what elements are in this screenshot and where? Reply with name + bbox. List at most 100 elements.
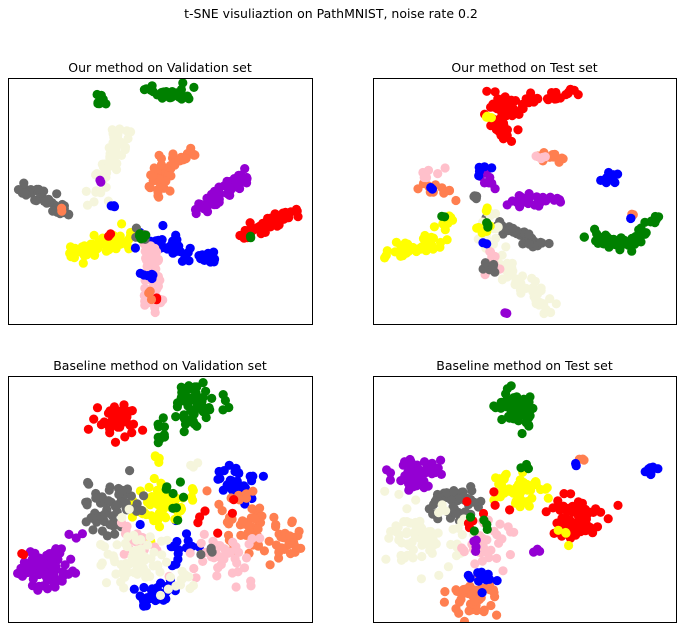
scatter-point-gray bbox=[536, 237, 546, 247]
scatter-point-pink bbox=[489, 526, 499, 537]
scatter-point-pink bbox=[216, 552, 226, 562]
scatter-point-blue bbox=[473, 568, 483, 578]
scatter-point-purple bbox=[427, 458, 437, 468]
scatter-point-coral bbox=[451, 604, 461, 614]
scatter-point-blue bbox=[219, 466, 229, 476]
scatter-point-beige bbox=[157, 550, 167, 560]
panel-title: Baseline method on Test set bbox=[436, 358, 613, 373]
scatter-point-green bbox=[165, 93, 175, 103]
scatter-point-purple bbox=[490, 184, 500, 194]
scatter-point-green bbox=[497, 414, 507, 425]
scatter-point-green bbox=[246, 233, 256, 243]
scatter-point-pink bbox=[492, 553, 502, 564]
scatter-point-yellow bbox=[561, 527, 571, 538]
scatter-point-pink bbox=[503, 522, 513, 532]
scatter-point-red bbox=[526, 88, 536, 98]
scatter-point-green bbox=[183, 401, 193, 411]
scatter-point-coral bbox=[271, 540, 281, 550]
scatter-point-purple bbox=[64, 529, 74, 540]
scatter-point-pink bbox=[486, 545, 496, 555]
scatter-point-green bbox=[179, 427, 189, 437]
scatter-point-purple bbox=[469, 536, 479, 547]
scatter-point-red bbox=[565, 84, 576, 94]
scatter-point-yellow bbox=[82, 246, 92, 256]
scatter-point-beige bbox=[108, 138, 118, 148]
scatter-point-red bbox=[591, 504, 601, 514]
scatter-point-coral bbox=[161, 176, 171, 186]
panel-2: Our method on Test set bbox=[373, 60, 677, 325]
scatter-point-blue bbox=[135, 591, 145, 601]
scatter-point-beige bbox=[138, 566, 148, 576]
scatter-point-red bbox=[110, 437, 121, 447]
scatter-point-pink bbox=[119, 549, 129, 559]
scatter-point-red bbox=[573, 90, 583, 100]
scatter-point-yellow bbox=[515, 490, 525, 500]
scatter-point-purple bbox=[529, 547, 539, 557]
scatter-point-pink bbox=[423, 165, 434, 175]
scatter-point-gray bbox=[490, 267, 500, 277]
scatter-point-pink bbox=[189, 563, 199, 574]
scatter-point-red bbox=[573, 497, 584, 507]
scatter-point-green bbox=[514, 395, 525, 406]
scatter-point-coral bbox=[174, 155, 184, 165]
scatter-point-coral bbox=[472, 605, 482, 616]
scatter-point-green bbox=[190, 419, 200, 429]
scatter-point-red bbox=[557, 513, 567, 523]
scatter-point-green bbox=[207, 393, 217, 403]
scatter-point-blue bbox=[222, 480, 232, 490]
scatter-point-coral bbox=[145, 183, 155, 193]
scatter-point-green bbox=[159, 430, 169, 440]
scatter-point-red bbox=[104, 408, 114, 418]
scatter-point-pink bbox=[185, 548, 195, 558]
scatter-point-beige bbox=[115, 124, 125, 134]
scatter-point-beige bbox=[115, 137, 125, 147]
scatter-point-gray bbox=[442, 488, 452, 498]
scatter-point-beige bbox=[434, 507, 444, 518]
scatter-point-pink bbox=[531, 151, 541, 161]
scatter-point-blue bbox=[482, 239, 492, 249]
scatter-point-blue bbox=[481, 575, 491, 585]
scatter-point-yellow bbox=[529, 478, 540, 488]
scatter-point-green bbox=[178, 492, 189, 502]
scatter-point-blue bbox=[248, 471, 258, 481]
scatter-point-purple bbox=[436, 455, 446, 465]
scatter-point-coral bbox=[271, 522, 281, 532]
scatter-point-blue bbox=[172, 536, 182, 547]
scatter-point-coral bbox=[285, 549, 296, 559]
scatter-point-gray bbox=[104, 485, 114, 495]
scatter-point-yellow bbox=[404, 245, 414, 255]
scatter-point-beige bbox=[416, 574, 426, 584]
scatter-point-beige bbox=[96, 188, 106, 198]
scatter-point-beige bbox=[501, 242, 511, 252]
scatter-point-gray bbox=[524, 239, 534, 249]
scatter-point-beige bbox=[124, 504, 134, 514]
scatter-point-coral bbox=[241, 493, 252, 503]
scatter-point-beige bbox=[162, 535, 172, 545]
scatter-point-red bbox=[498, 97, 508, 107]
scatter-point-red bbox=[200, 506, 210, 516]
scatter-point-beige bbox=[425, 527, 435, 538]
panel-title: Our method on Validation set bbox=[68, 60, 252, 75]
scatter-point-red bbox=[489, 487, 499, 497]
scatter-point-pink bbox=[470, 559, 480, 569]
scatter-point-red bbox=[498, 122, 508, 132]
scatter-point-yellow bbox=[518, 498, 529, 508]
scatter-point-green bbox=[506, 395, 516, 405]
scatter-point-red bbox=[490, 500, 500, 510]
panels-container: Our method on Validation set Our method o… bbox=[8, 60, 677, 623]
scatter-point-beige bbox=[123, 133, 133, 144]
scatter-point-beige bbox=[402, 504, 412, 514]
scatter-point-green bbox=[636, 237, 646, 247]
scatter-point-pink bbox=[495, 519, 505, 529]
scatter-point-gray bbox=[544, 238, 554, 249]
scatter-point-purple bbox=[515, 202, 525, 212]
scatter-point-yellow bbox=[482, 112, 492, 122]
scatter-point-green bbox=[158, 413, 168, 423]
scatter-point-red bbox=[193, 518, 203, 528]
scatter-point-blue bbox=[213, 474, 223, 484]
scatter-point-purple bbox=[77, 529, 87, 539]
scatter-point-red bbox=[562, 506, 572, 516]
scatter-point-green bbox=[598, 233, 608, 243]
scatter-point-beige bbox=[155, 590, 166, 601]
